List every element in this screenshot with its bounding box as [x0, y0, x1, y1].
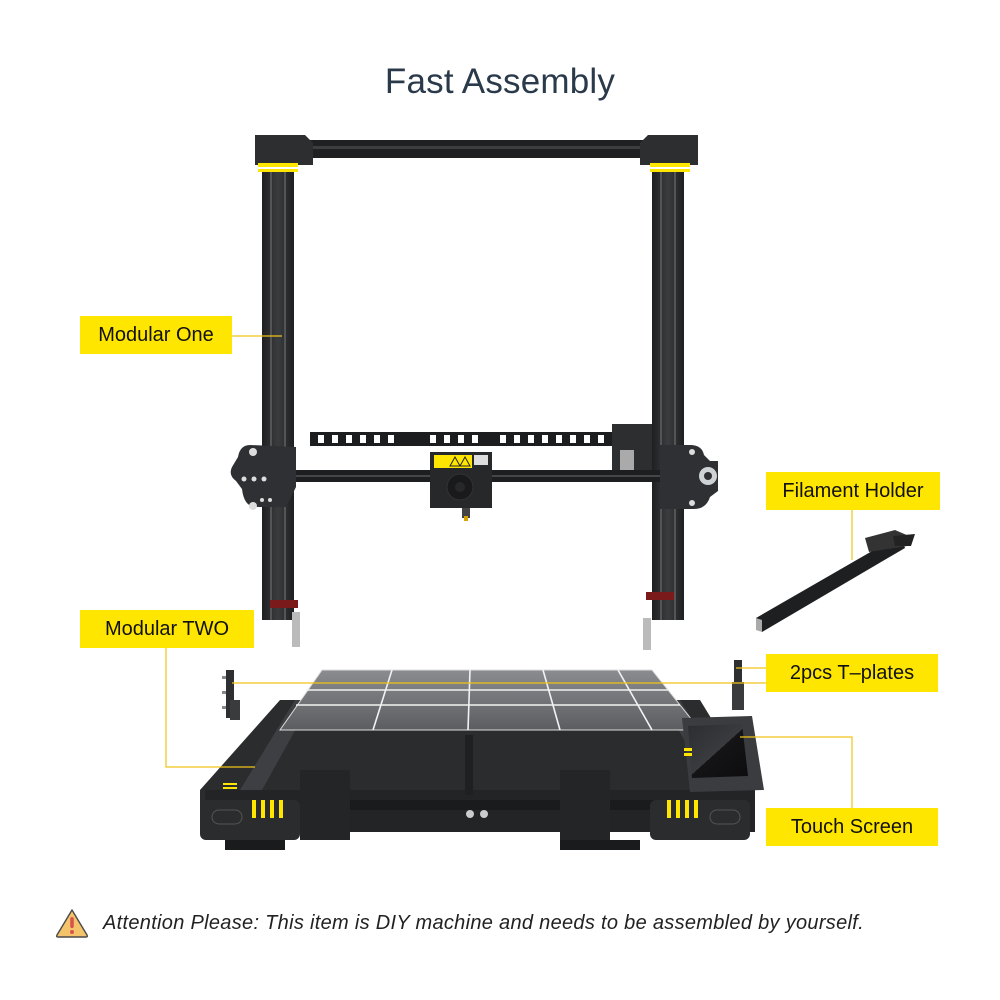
label-touch-screen: Touch Screen — [766, 808, 938, 846]
page-title: Fast Assembly — [384, 62, 616, 101]
modular-two-base — [200, 660, 764, 850]
notice-text: Attention Please: This item is DIY machi… — [103, 911, 864, 934]
assembly-notice: Attention Please: This item is DIY machi… — [55, 908, 864, 938]
modular-one-frame — [230, 135, 718, 650]
label-t-plates: 2pcs T–plates — [766, 654, 938, 692]
filament-holder-part — [756, 530, 915, 632]
label-modular-two: Modular TWO — [80, 610, 254, 648]
label-modular-one: Modular One — [80, 316, 232, 354]
label-filament-holder: Filament Holder — [766, 472, 940, 510]
leader-lines — [165, 335, 853, 808]
warning-triangle-icon — [55, 909, 89, 938]
